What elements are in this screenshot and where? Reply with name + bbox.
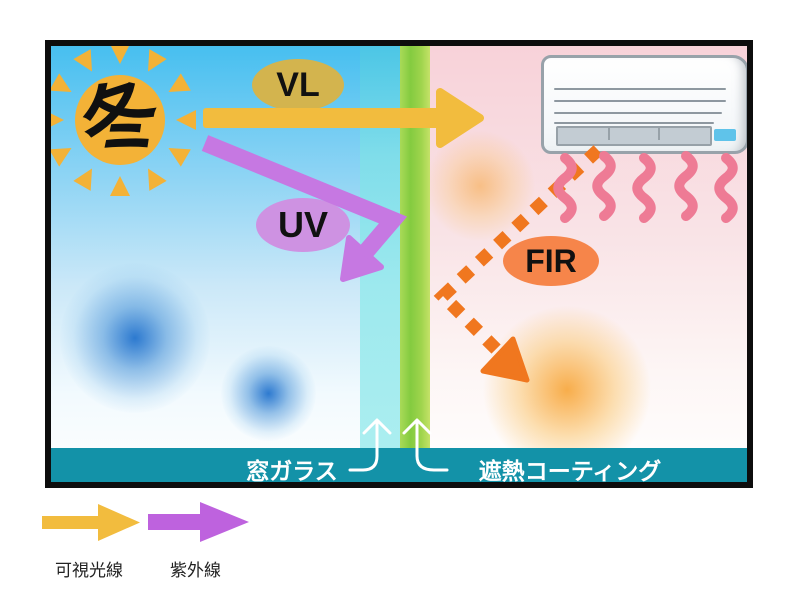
cold-spot-small [221,346,316,441]
fir-arrow [433,145,603,383]
purple-arrow-icon [148,502,249,542]
uv-badge: UV [256,198,350,252]
uv-arrow [201,135,408,282]
diagram-frame: VL UV FIR 窓ガラス 遮熱コーティング [45,40,753,488]
winter-sun-icon [51,46,196,196]
ac-louver [556,126,712,146]
cold-spot-large [60,263,210,413]
warm-spot-lower [482,305,652,475]
heat-wave-icon [553,151,738,223]
caption-bar: 窓ガラス 遮熱コーティング [51,448,747,482]
visible-light-arrow [203,88,484,148]
glass-pointer-arrow [348,418,392,472]
fir-badge: FIR [503,236,599,286]
yellow-arrow-icon [42,504,140,541]
air-conditioner-icon [541,55,747,154]
uv-legend-label: 紫外線 [170,561,221,580]
window-glass-label: 窓ガラス [246,458,338,484]
ac-indicator-light-icon [714,129,736,141]
heat-shield-coating-label: 遮熱コーティング [478,458,662,484]
diagram-overlay [51,46,738,472]
visible-light-badge: VL [252,59,344,111]
visible-light-legend-label: 可視光線 [55,561,123,580]
coating-pointer-arrow [402,418,449,472]
